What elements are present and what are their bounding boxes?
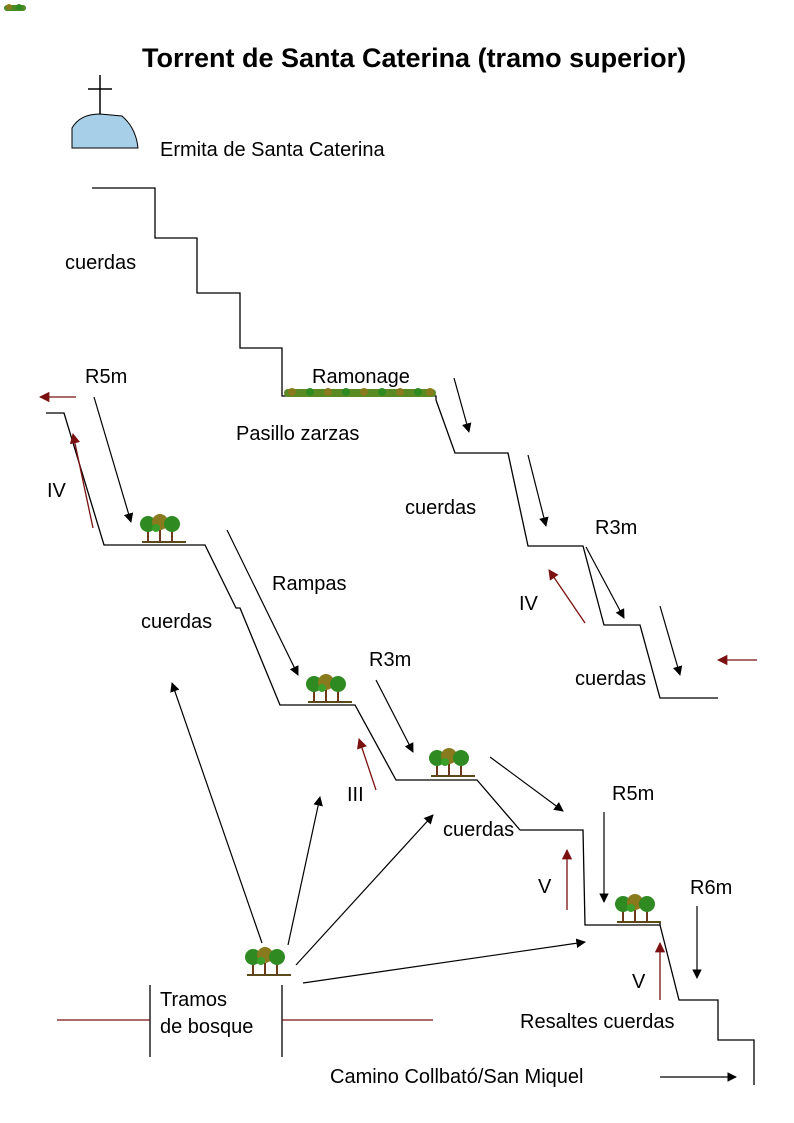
- tree-grove-icon: [428, 747, 476, 777]
- hermitage-label: Ermita de Santa Caterina: [160, 139, 385, 161]
- forest-stretch-label: de bosque: [160, 1016, 254, 1038]
- rappel-label: R5m: [612, 783, 655, 805]
- hermitage-icon: [71, 75, 139, 149]
- tree-grove-icon: [139, 513, 187, 543]
- grade-label: IV: [519, 593, 538, 615]
- bramble-corridor-label: Pasillo zarzas: [236, 423, 360, 445]
- rappel-label: R6m: [690, 877, 733, 899]
- page-title: Torrent de Santa Caterina (tramo superio…: [142, 43, 687, 73]
- forest-stretch-label: Tramos: [160, 989, 228, 1011]
- tree-grove-icon: [305, 673, 353, 703]
- path-label: Camino Collbató/San Miquel: [330, 1066, 584, 1088]
- ropes-label: cuerdas: [65, 252, 137, 274]
- ropes-label: cuerdas: [141, 611, 213, 633]
- ramonage-bushes-icon: [284, 388, 436, 397]
- canyon-profile: [46, 187, 755, 1085]
- grade-label: V: [632, 971, 646, 993]
- ropes-label: cuerdas: [443, 819, 515, 841]
- ledges-ropes-label: Resaltes cuerdas: [520, 1011, 675, 1033]
- grade-label: III: [347, 784, 364, 806]
- ropes-label: cuerdas: [575, 668, 647, 690]
- grade-label: V: [538, 876, 552, 898]
- corner-bush-icon: [4, 4, 26, 11]
- grade-label: IV: [47, 480, 66, 502]
- rappel-label: R5m: [85, 366, 128, 388]
- tree-grove-icon: [614, 893, 662, 923]
- tree-grove-icon: [244, 946, 292, 976]
- ramps-label: Rampas: [272, 573, 347, 595]
- ropes-label: cuerdas: [405, 497, 477, 519]
- ramonage-label: Ramonage: [312, 366, 410, 388]
- descent-arrows: [93, 377, 737, 1082]
- climb-arrows: [38, 391, 757, 1000]
- rappel-label: R3m: [369, 649, 412, 671]
- rappel-label: R3m: [595, 517, 638, 539]
